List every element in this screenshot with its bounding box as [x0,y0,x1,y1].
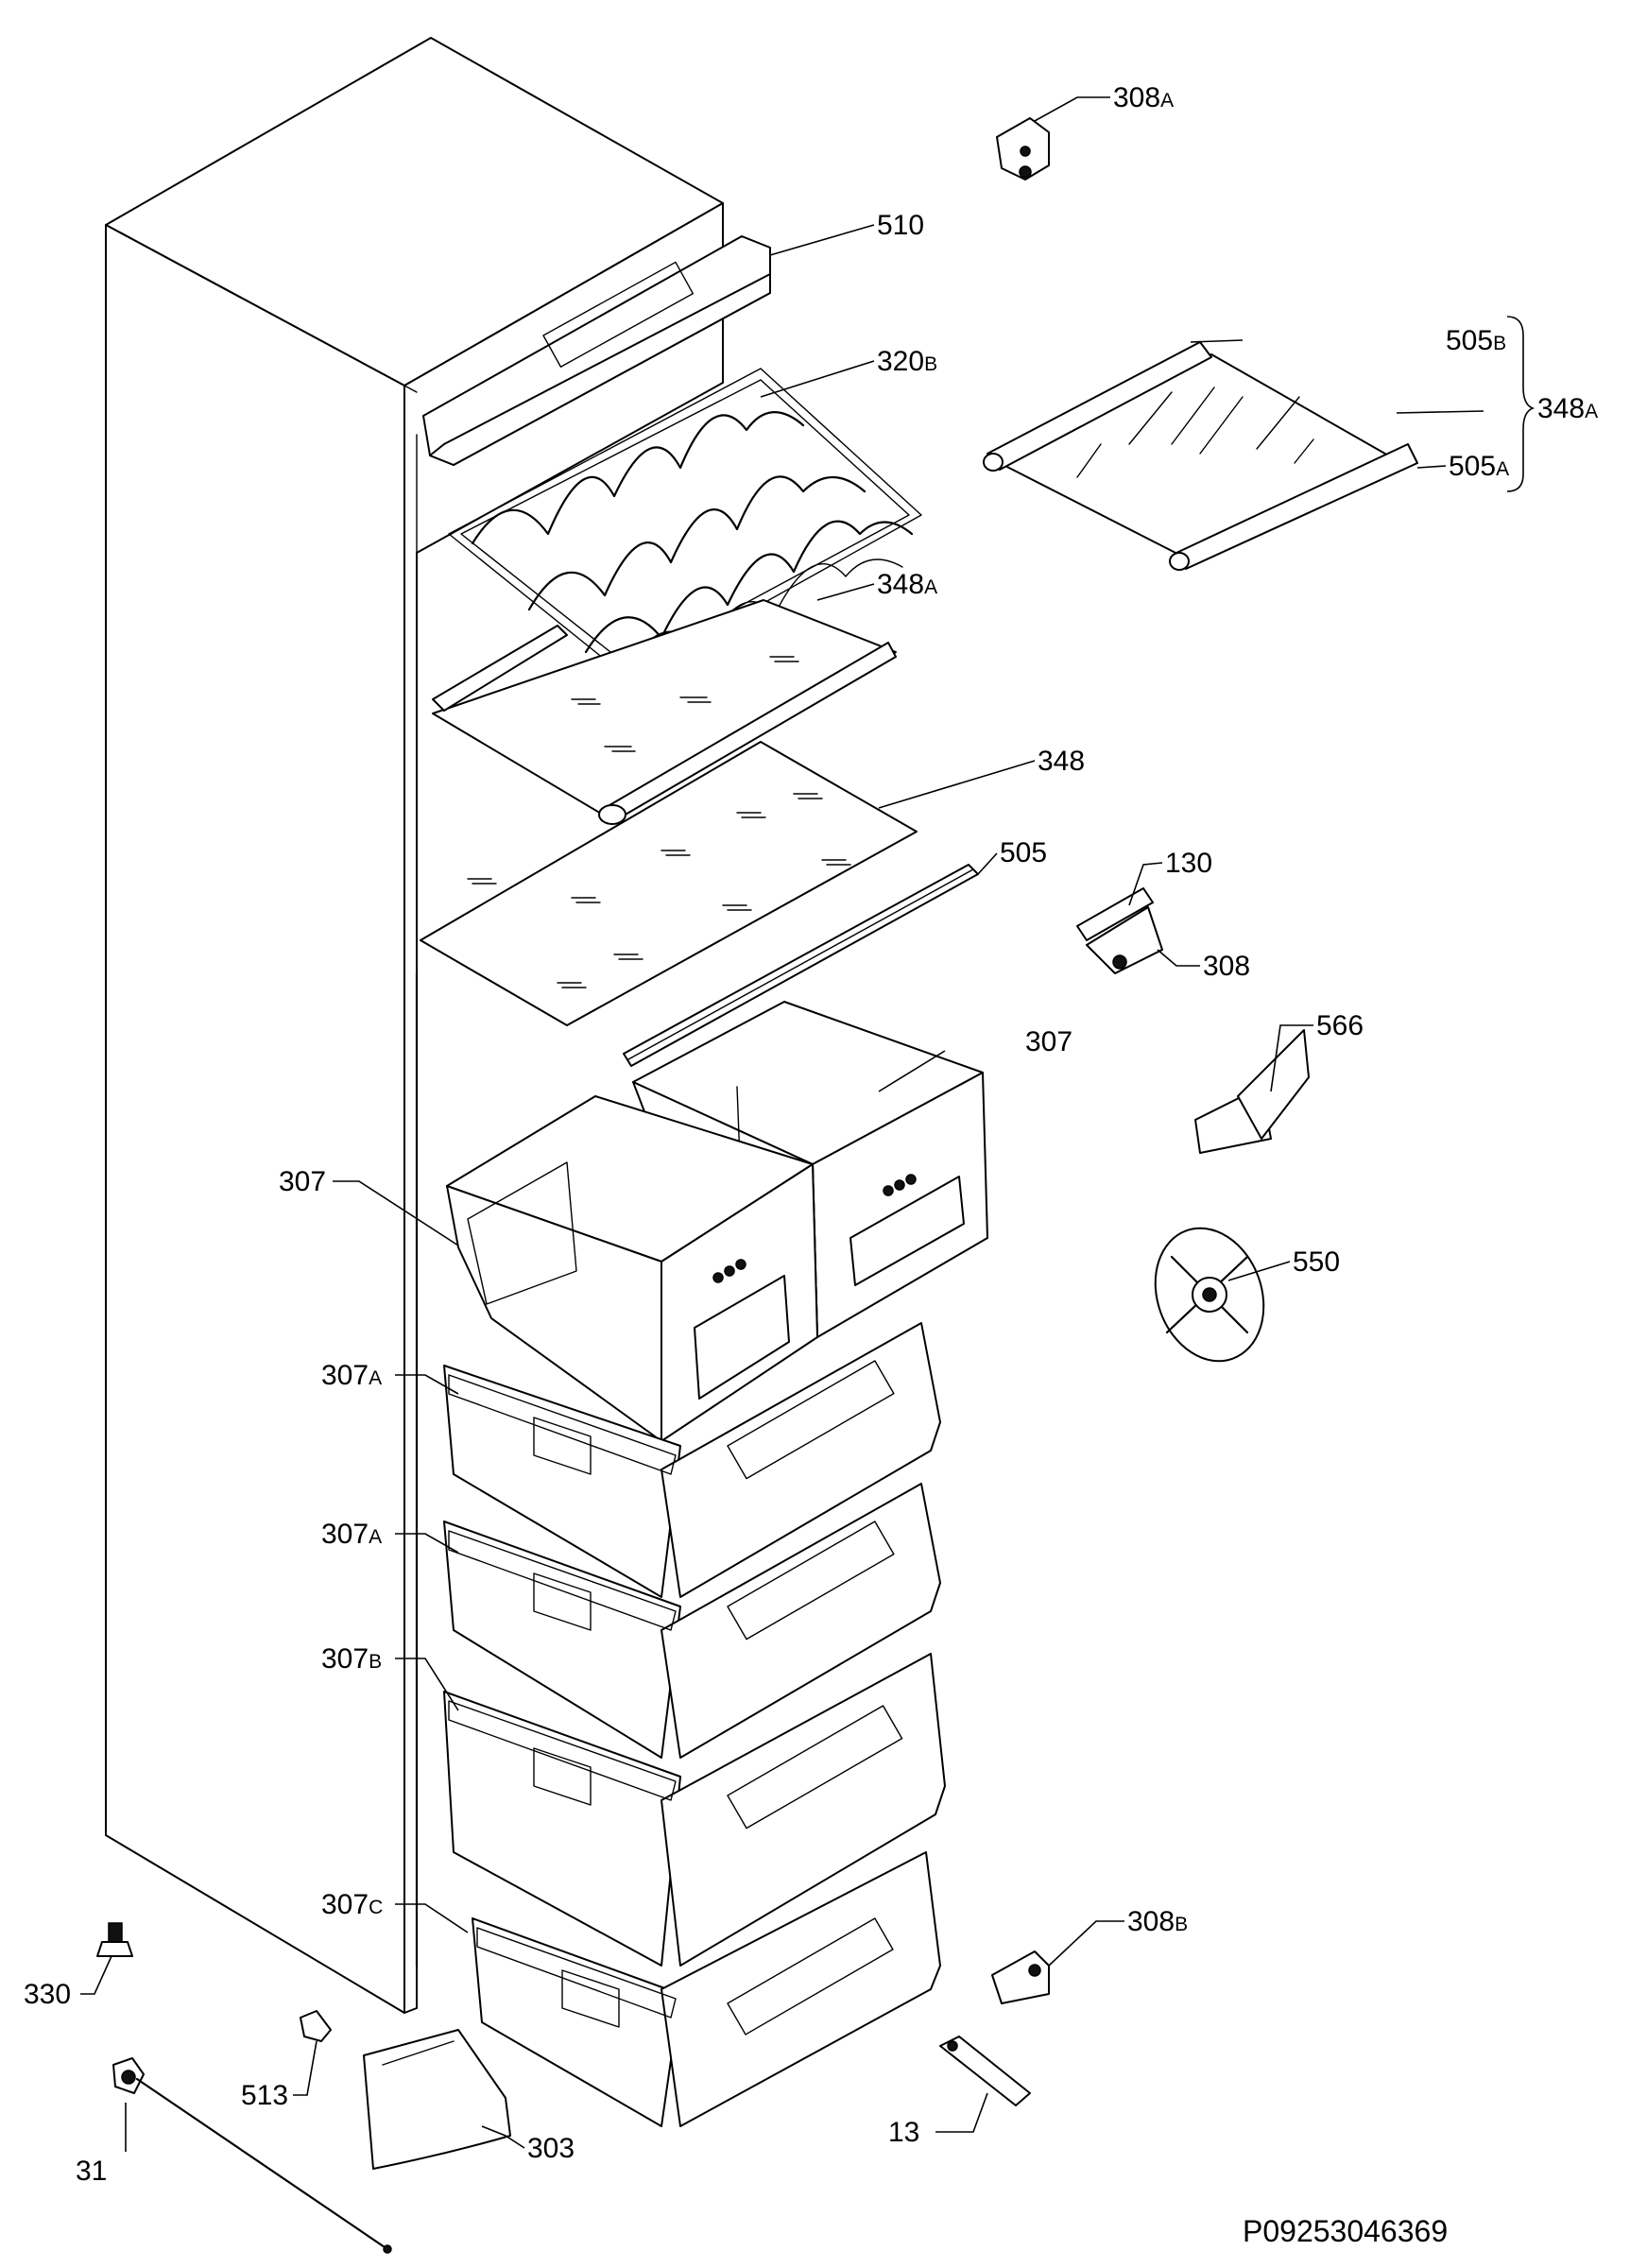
label-308a: 308A [1113,82,1174,113]
label-307a-2: 307A [321,1519,382,1550]
label-348a-mid: 348A [877,569,937,600]
label-513: 513 [241,2080,288,2111]
label-348: 348 [1038,746,1085,777]
hinge-308a [996,117,1050,180]
glass-shelf-348 [420,741,918,1026]
hinge-308b [991,1950,1050,2004]
label-307a-1: 307A [321,1360,382,1391]
bracket-566 [1194,1029,1310,1154]
runner-13 [939,2036,1031,2106]
label-348a-right: 348A [1537,393,1598,424]
glass-shelf-348a [432,599,897,825]
label-505: 505 [1000,837,1047,868]
freezer-drawer-307c [472,1851,941,2127]
label-330: 330 [24,1979,71,2010]
freezer-drawer-307b [443,1653,946,1967]
label-31: 31 [76,2156,107,2187]
label-320b: 320B [877,346,937,377]
fan-550 [1154,1227,1265,1363]
label-505b: 505B [1446,325,1506,356]
label-510: 510 [877,210,924,241]
freezer-drawer-307a-1 [443,1322,941,1598]
foot-330 [96,1922,133,1957]
label-307c: 307C [321,1889,383,1920]
label-505a: 505A [1449,451,1509,482]
sensor-31 [112,2057,392,2254]
crisper-drawer-left [446,1095,818,1442]
freezer-drawer-307a-2 [443,1483,941,1759]
label-308b: 308B [1127,1906,1188,1937]
label-307b: 307B [321,1643,382,1675]
label-307-left: 307 [279,1166,326,1197]
control-panel-510 [422,235,771,466]
label-307-right: 307 [1025,1026,1072,1057]
label-550: 550 [1293,1246,1340,1278]
hinge-130-308 [1076,887,1163,974]
part-labels: 308A 510 320B 348A 348 505 505B 348A 505… [24,82,1598,2187]
label-130: 130 [1165,848,1212,879]
group-brace [1506,316,1536,492]
cabinet [105,37,724,2014]
diagram-reference-code: P09253046369 [1243,2214,1448,2248]
clip-513 [300,2010,332,2042]
label-566: 566 [1316,1010,1364,1041]
label-308: 308 [1203,951,1250,982]
glass-shelf-348a-detail [983,341,1418,571]
label-303: 303 [527,2133,575,2164]
label-13: 13 [888,2117,919,2148]
plinth-303 [363,2029,511,2170]
leader-lines [80,96,1484,2152]
